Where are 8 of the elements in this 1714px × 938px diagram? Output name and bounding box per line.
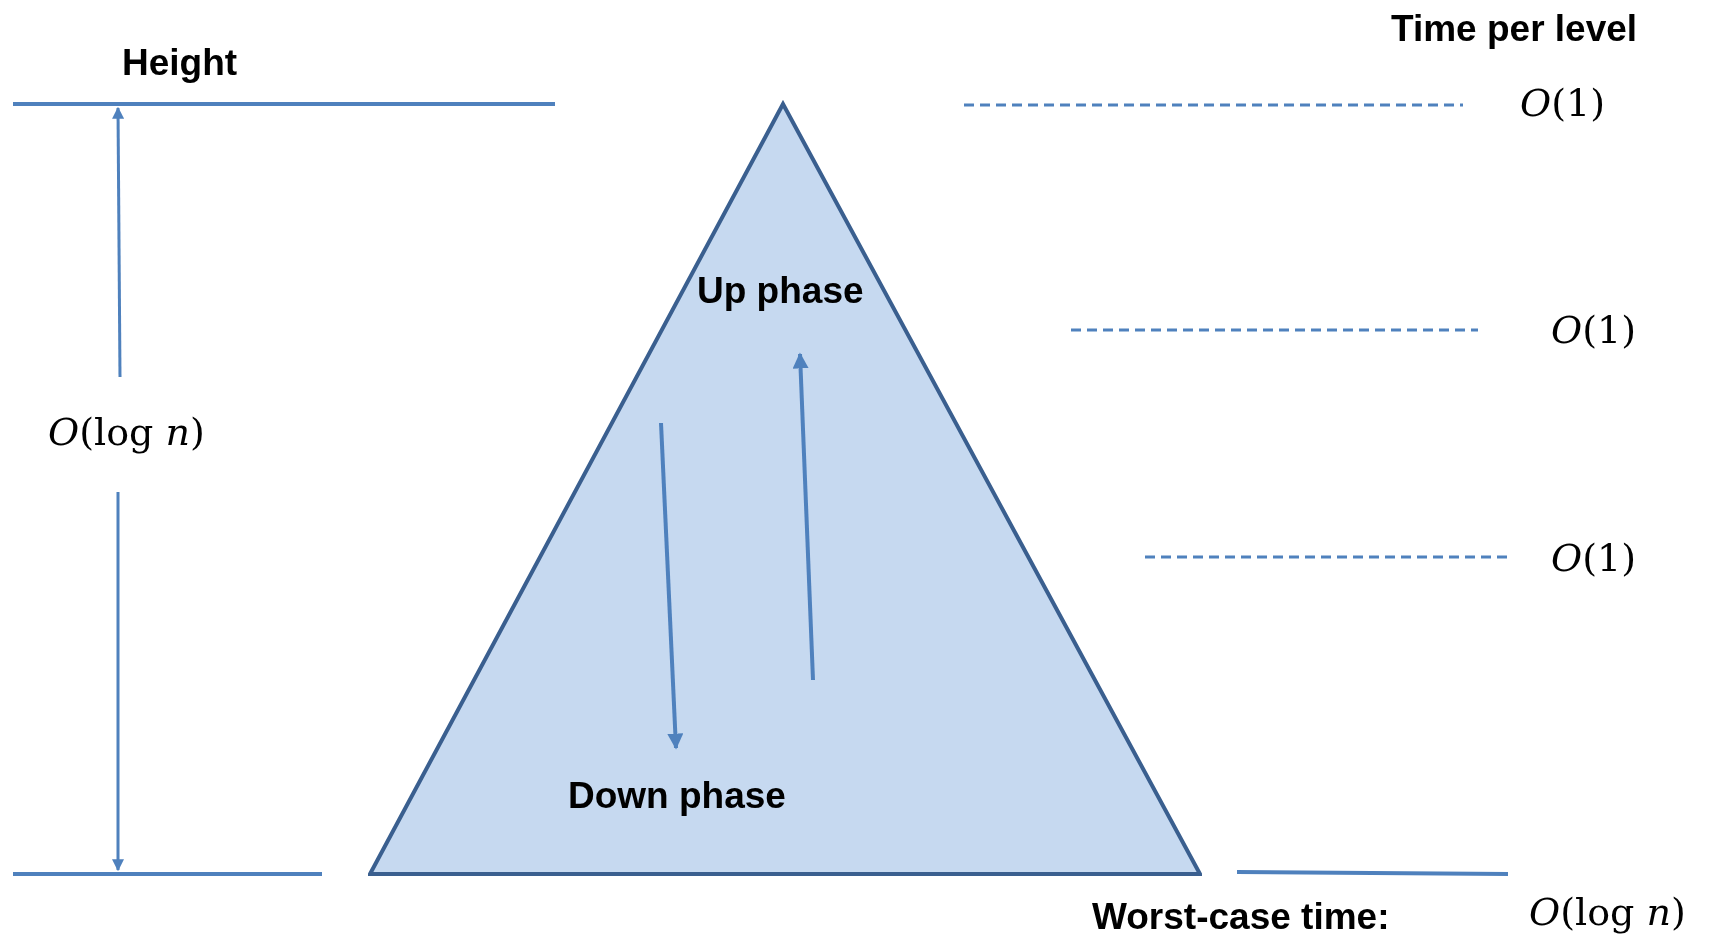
phase-label: Down phase <box>568 777 786 814</box>
cost-label: O(1) <box>1520 84 1605 122</box>
cost-label: O(1) <box>1551 539 1636 577</box>
total-label: Worst-case time: <box>1092 898 1390 935</box>
column-title: Time per level <box>1391 10 1638 47</box>
cost-label: O(1) <box>1551 311 1636 349</box>
phase-label: Up phase <box>697 272 864 309</box>
axis-title: Height <box>122 44 238 81</box>
